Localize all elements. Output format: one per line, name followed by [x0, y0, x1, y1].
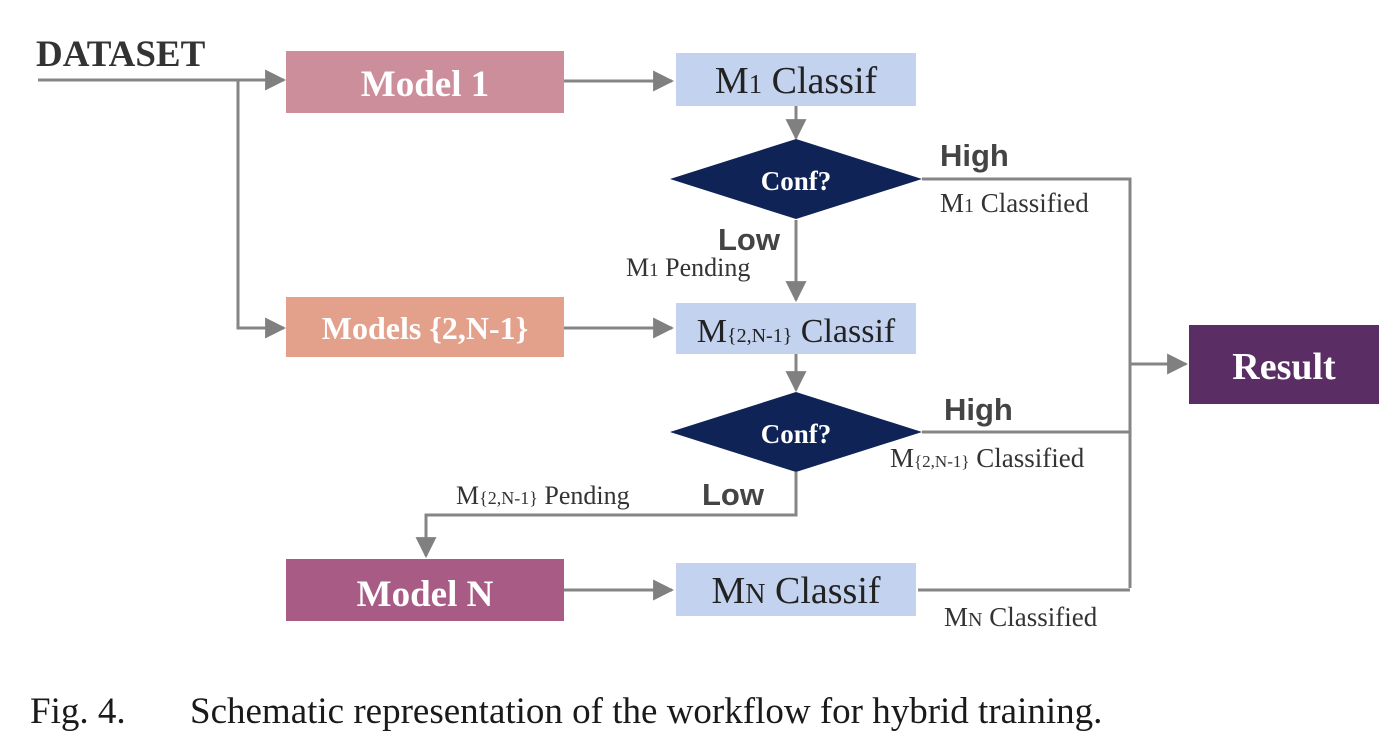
models2-label: Models {2,N-1}: [322, 310, 529, 346]
dataset-label: DATASET: [36, 34, 206, 75]
d1-high-note-sub: 1: [964, 195, 974, 217]
edge-dataset-to-models2: [236, 80, 287, 339]
d1-high-note-suffix: Classified: [974, 188, 1089, 218]
figure-caption-text: Schematic representation of the workflow…: [190, 691, 1103, 732]
classif2-prefix: M: [697, 313, 727, 350]
result-label: Result: [1232, 346, 1336, 388]
figure-number: Fig. 4.: [30, 691, 126, 732]
decision1-low-label: Low: [718, 222, 781, 257]
d2-low-note-prefix: M: [456, 481, 479, 510]
classif1-label: M1 Classif: [715, 60, 878, 102]
decision1-high-note: M1 Classified: [940, 188, 1089, 218]
decision2-low-label: Low: [702, 477, 765, 512]
d2-high-note-sub: {2,N-1}: [914, 452, 970, 471]
classifn-box: [676, 563, 916, 616]
classif2-suffix: Classif: [792, 313, 896, 350]
modeln-classified-note: MN Classified: [944, 602, 1098, 632]
d2-low-note-sub: {2,N-1}: [479, 488, 538, 508]
connectors: [38, 69, 1189, 601]
classif2-label: M{2,N-1} Classif: [697, 313, 896, 350]
classif1-prefix: M: [715, 60, 749, 102]
classifn-label: MN Classif: [711, 570, 880, 612]
decision2-high-note: M{2,N-1} Classified: [890, 443, 1085, 473]
decision2-low-note: M{2,N-1} Pending: [456, 481, 630, 510]
model1-label: Model 1: [361, 64, 489, 105]
modeln-box: [286, 559, 564, 621]
classif1-sub: 1: [749, 69, 763, 99]
edge-conf2-low: [415, 472, 798, 559]
edge-conf1-high: [922, 177, 1132, 588]
d1-high-note-prefix: M: [940, 188, 964, 218]
d2-low-note-suffix: Pending: [538, 481, 630, 510]
mn-note-suffix: Classified: [982, 602, 1097, 632]
d2-high-note-suffix: Classified: [970, 443, 1085, 473]
classif1-box: [676, 53, 916, 106]
d2-high-note-prefix: M: [890, 443, 914, 473]
d1-low-note-prefix: M: [626, 253, 649, 282]
decision1-label: Conf?: [761, 166, 832, 196]
modeln-label: Model N: [357, 574, 494, 615]
mn-note-sub: N: [968, 609, 982, 631]
decision1-high-label: High: [940, 138, 1009, 173]
d1-low-note-sub: 1: [649, 260, 659, 281]
classifn-suffix: Classif: [765, 570, 880, 612]
decision2-label: Conf?: [761, 419, 832, 449]
workflow-diagram: DATASET Model 1 Models {2,N-1} Model N M…: [36, 34, 1379, 632]
classifn-sub: N: [745, 579, 765, 610]
confidence-decision-1: [670, 139, 922, 219]
models2-box: [286, 297, 564, 357]
d1-low-note-suffix: Pending: [659, 253, 751, 282]
classif1-suffix: Classif: [762, 60, 877, 102]
mn-note-prefix: M: [944, 602, 968, 632]
model1-box: [286, 51, 564, 113]
confidence-decision-2: [670, 392, 922, 472]
classif2-sub: {2,N-1}: [727, 325, 792, 347]
result-box: [1189, 325, 1379, 404]
classif2-box: [676, 303, 916, 354]
classifn-prefix: M: [711, 570, 745, 612]
decision2-high-label: High: [944, 392, 1013, 427]
figure-caption: Fig. 4. Schematic representation of the w…: [30, 690, 1102, 733]
decision1-low-note: M1 Pending: [626, 253, 750, 282]
